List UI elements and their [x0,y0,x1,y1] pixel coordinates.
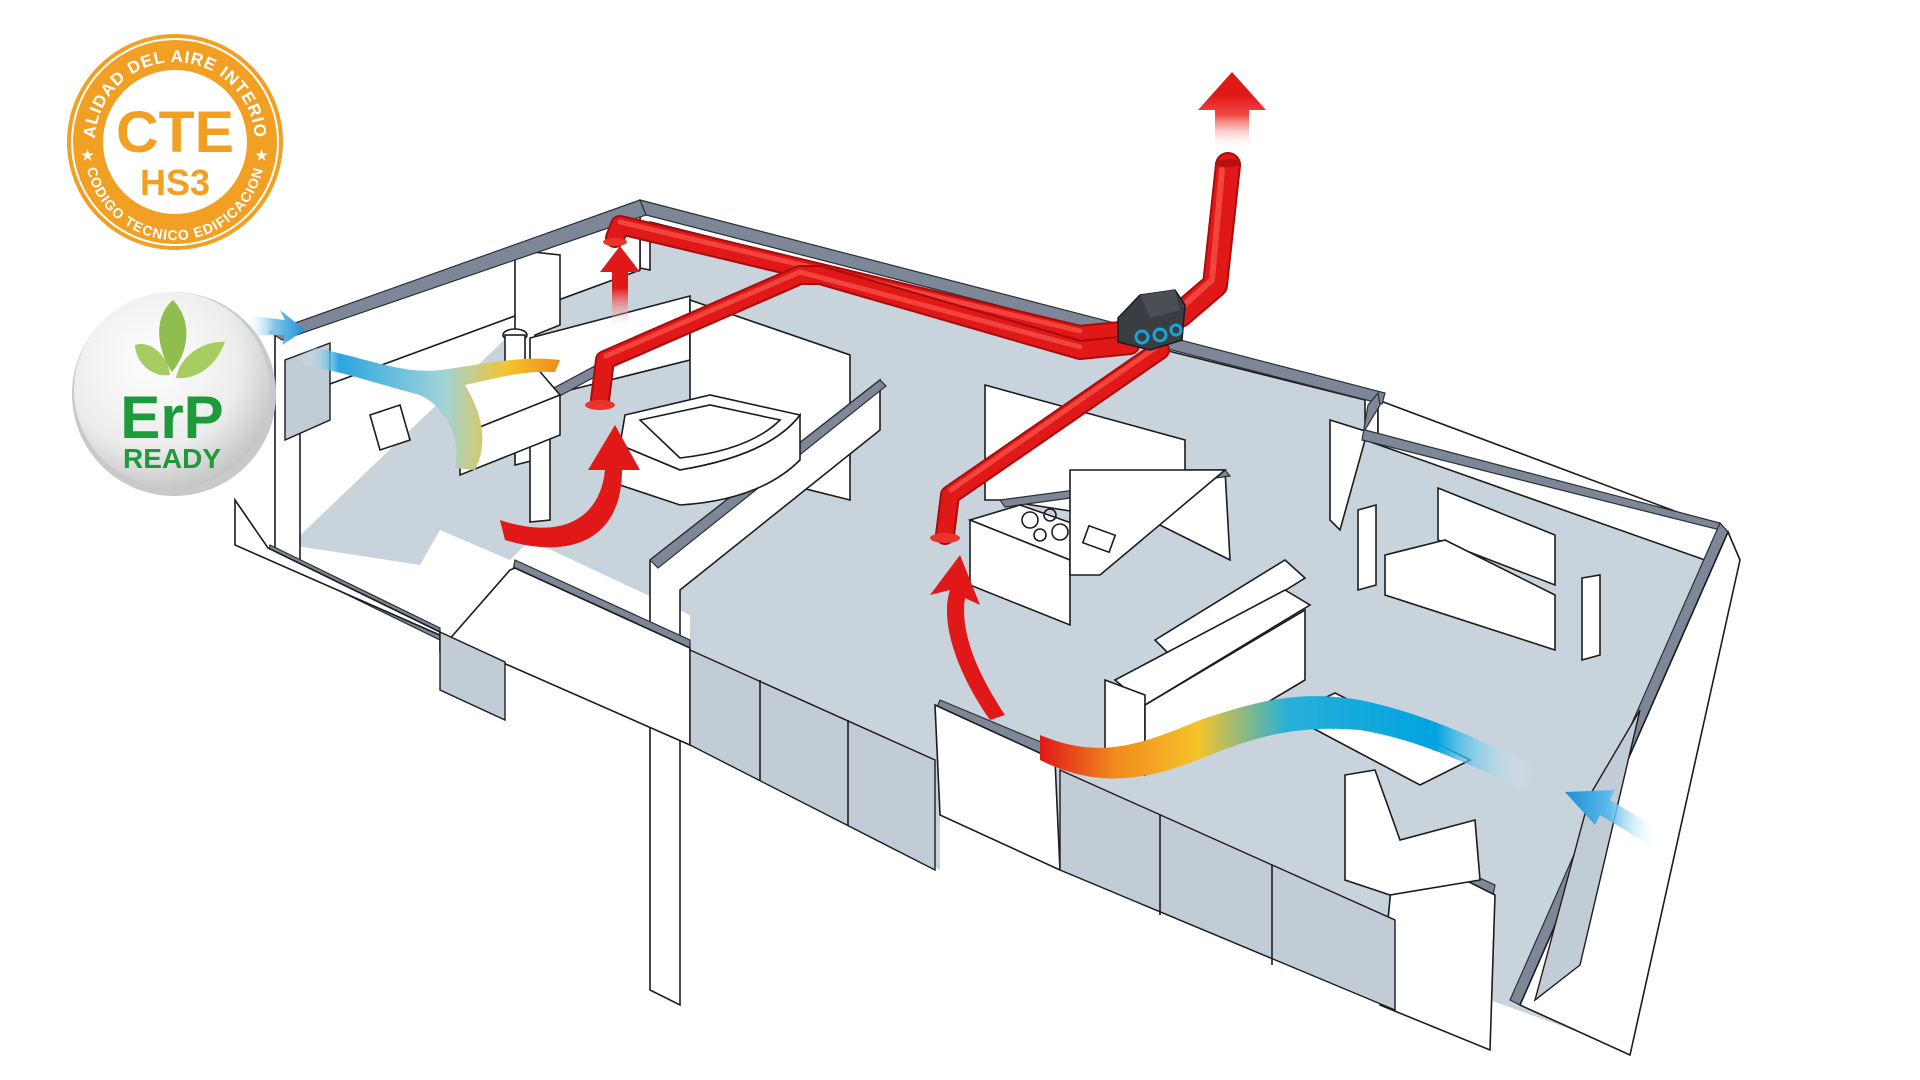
kitchen-counter-front [969,518,1071,627]
inlet-arrow [1565,790,1660,845]
bedroom-grille [603,238,627,246]
cte-hs3-seal: CALIDAD DEL AIRE INTERIOR CODIGO TECNICO… [0,0,283,250]
bathtub-inner [638,404,782,459]
living-supply-stream [1040,696,1535,790]
front-glazing-1 [689,648,936,872]
fan-port-3 [1169,323,1183,337]
tv-stand [1384,539,1556,652]
fan-port-2 [1152,327,1168,343]
erp-sub-text: READY [123,443,221,474]
airflow [245,246,1660,845]
speaker-right [1581,574,1601,662]
furniture [369,328,1601,896]
ductwork [585,152,1241,545]
bath-extract-arrow [500,425,640,548]
nightstand [369,403,411,452]
seal-star-right: ★ [255,147,269,163]
front-window [439,630,506,722]
fan-port-1 [1134,329,1150,345]
seal-main-text: CTE [116,100,234,165]
armchair [1344,769,1481,896]
speaker-left [1357,503,1377,592]
erp-main-text: ErP [120,384,223,451]
left-supply-stream [300,345,560,470]
right-glazing [1533,709,1641,1002]
bathtub-side [619,412,801,506]
front-glazing-2 [1059,768,1396,1012]
leaf-icon [135,300,225,379]
hob [1021,508,1069,542]
sink [1081,524,1117,554]
erp-ready-badge: ErP READY [72,292,276,496]
tv-screen [1437,486,1556,587]
kitchen-grille [930,533,960,543]
kitchen-extract-arrow [930,555,1005,720]
wall-top-left [268,199,647,341]
seal-star-left: ★ [81,147,95,163]
bedroom-extract-arrow [600,246,640,330]
seal-sub-text: HS3 [140,162,210,203]
exhaust-outlet [1215,159,1241,167]
glazing-mullions [759,680,1273,965]
left-outlet-arrow [245,310,305,345]
bath-grille [585,400,615,410]
fan-unit [1117,289,1186,351]
exhaust-arrow [1198,72,1266,150]
